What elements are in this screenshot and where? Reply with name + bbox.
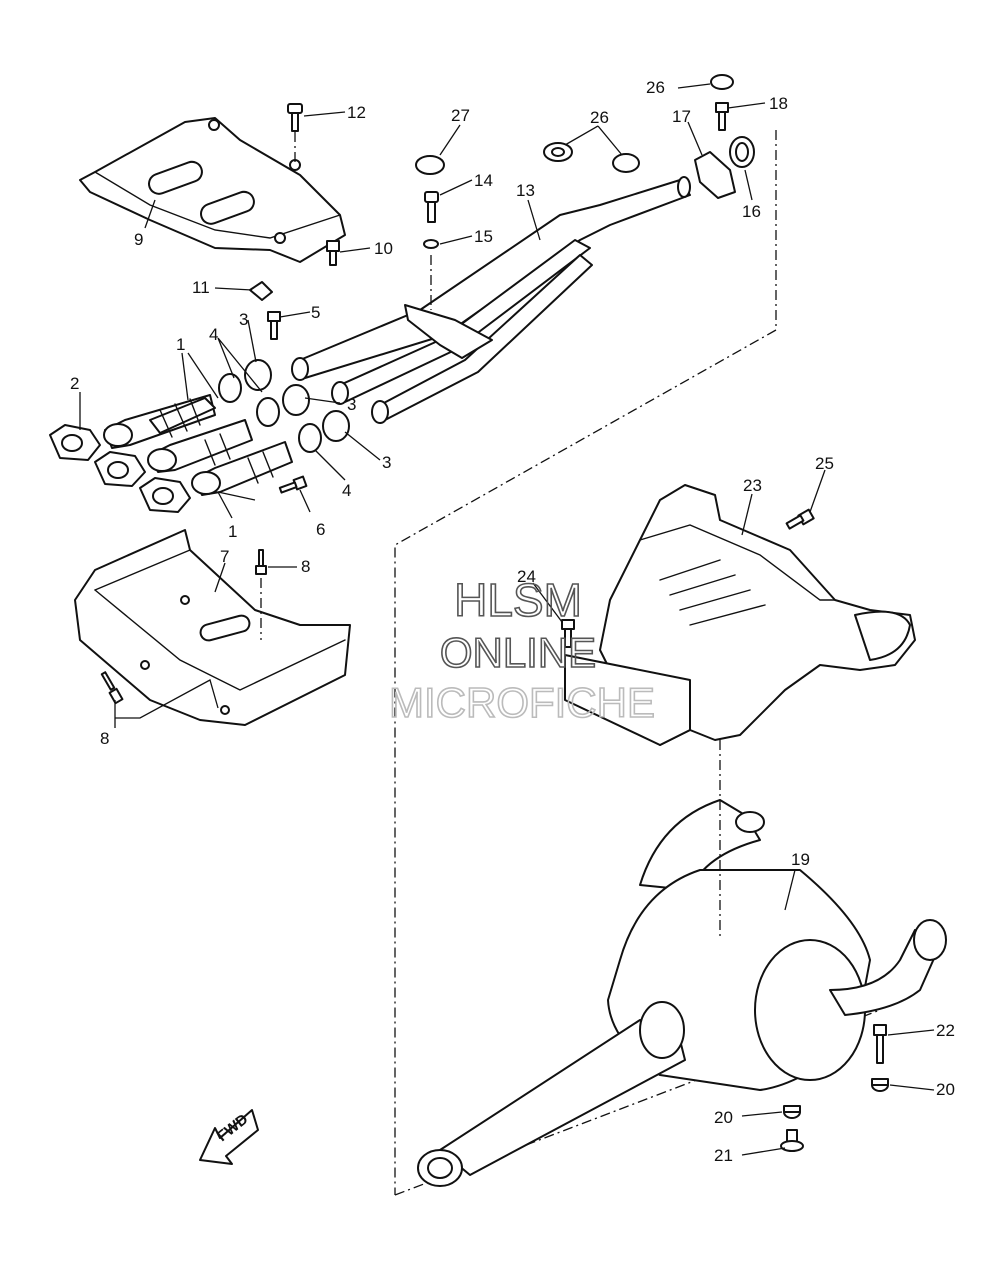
part-15-washer — [423, 239, 439, 249]
callout-23: 23 — [743, 476, 762, 495]
part-1-flex-pipe — [103, 394, 293, 496]
callout-12: 12 — [347, 103, 366, 122]
callout-15: 15 — [474, 227, 493, 246]
callout-26: 26 — [590, 108, 609, 127]
part-4-gasket-ring — [218, 373, 322, 453]
callout-14: 14 — [474, 171, 493, 190]
callout-25: 25 — [815, 454, 834, 473]
part-25-bolt — [785, 508, 815, 530]
callout-4: 4 — [342, 481, 351, 500]
part-8-rivet — [100, 549, 267, 705]
callout-20: 20 — [714, 1108, 733, 1127]
callout-26: 26 — [646, 78, 665, 97]
part-21-bolt — [780, 1129, 804, 1152]
leader-lines — [79, 83, 935, 1156]
callout-6: 6 — [316, 520, 325, 539]
callout-4: 4 — [209, 325, 218, 344]
callout-1: 1 — [176, 335, 185, 354]
callout-3: 3 — [382, 453, 391, 472]
part-24-bolt — [561, 619, 575, 648]
part-7-lower-heat-shield — [74, 529, 351, 726]
callout-7: 7 — [220, 547, 229, 566]
watermark: HLSM ONLINE MICROFICHE — [388, 573, 656, 727]
callout-27: 27 — [451, 106, 470, 125]
part-26-grommet — [543, 74, 734, 173]
part-18-bolt — [715, 102, 729, 131]
callout-18: 18 — [769, 94, 788, 113]
callout-labels: 1 1 2 3 3 3 4 4 5 6 7 8 8 9 10 11 12 13 … — [70, 78, 955, 1165]
callout-17: 17 — [672, 107, 691, 126]
part-17-clamp — [694, 151, 736, 199]
callout-8: 8 — [301, 557, 310, 576]
callout-22: 22 — [936, 1021, 955, 1040]
callout-21: 21 — [714, 1146, 733, 1165]
watermark-line-2: ONLINE — [440, 629, 596, 676]
callout-24: 24 — [517, 567, 536, 586]
callout-1: 1 — [228, 522, 237, 541]
callout-9: 9 — [134, 230, 143, 249]
part-19-muffler — [417, 740, 947, 1187]
part-27-grommet — [415, 155, 445, 175]
part-3-clamp — [244, 359, 350, 442]
callout-11: 11 — [192, 278, 210, 297]
part-2-gasket — [49, 424, 191, 513]
callout-3: 3 — [347, 395, 356, 414]
part-12-bolt — [287, 103, 303, 165]
fwd-arrow-icon: FWD — [199, 1109, 259, 1165]
part-9-upper-heat-shield — [79, 117, 346, 263]
part-23-muffler-cover — [564, 484, 916, 746]
callout-8: 8 — [100, 729, 109, 748]
part-5-bolt — [267, 311, 281, 340]
callout-20: 20 — [936, 1080, 955, 1099]
part-14-bolt — [424, 191, 439, 310]
part-10-bolt — [326, 240, 340, 266]
watermark-line-1: HLSM — [454, 574, 582, 626]
part-20-collar — [783, 1078, 889, 1119]
part-11-clip — [249, 281, 273, 301]
callout-13: 13 — [516, 181, 535, 200]
watermark-line-3: MICROFICHE — [389, 679, 655, 726]
callout-10: 10 — [374, 239, 393, 258]
callout-16: 16 — [742, 202, 761, 221]
callout-2: 2 — [70, 374, 79, 393]
callout-5: 5 — [311, 303, 320, 322]
callout-19: 19 — [791, 850, 810, 869]
part-6-bolt — [278, 475, 308, 494]
callout-3: 3 — [239, 310, 248, 329]
part-22-bolt — [873, 1024, 887, 1064]
part-16-gasket — [729, 136, 755, 168]
part-13-front-exhaust-pipe — [291, 176, 691, 424]
